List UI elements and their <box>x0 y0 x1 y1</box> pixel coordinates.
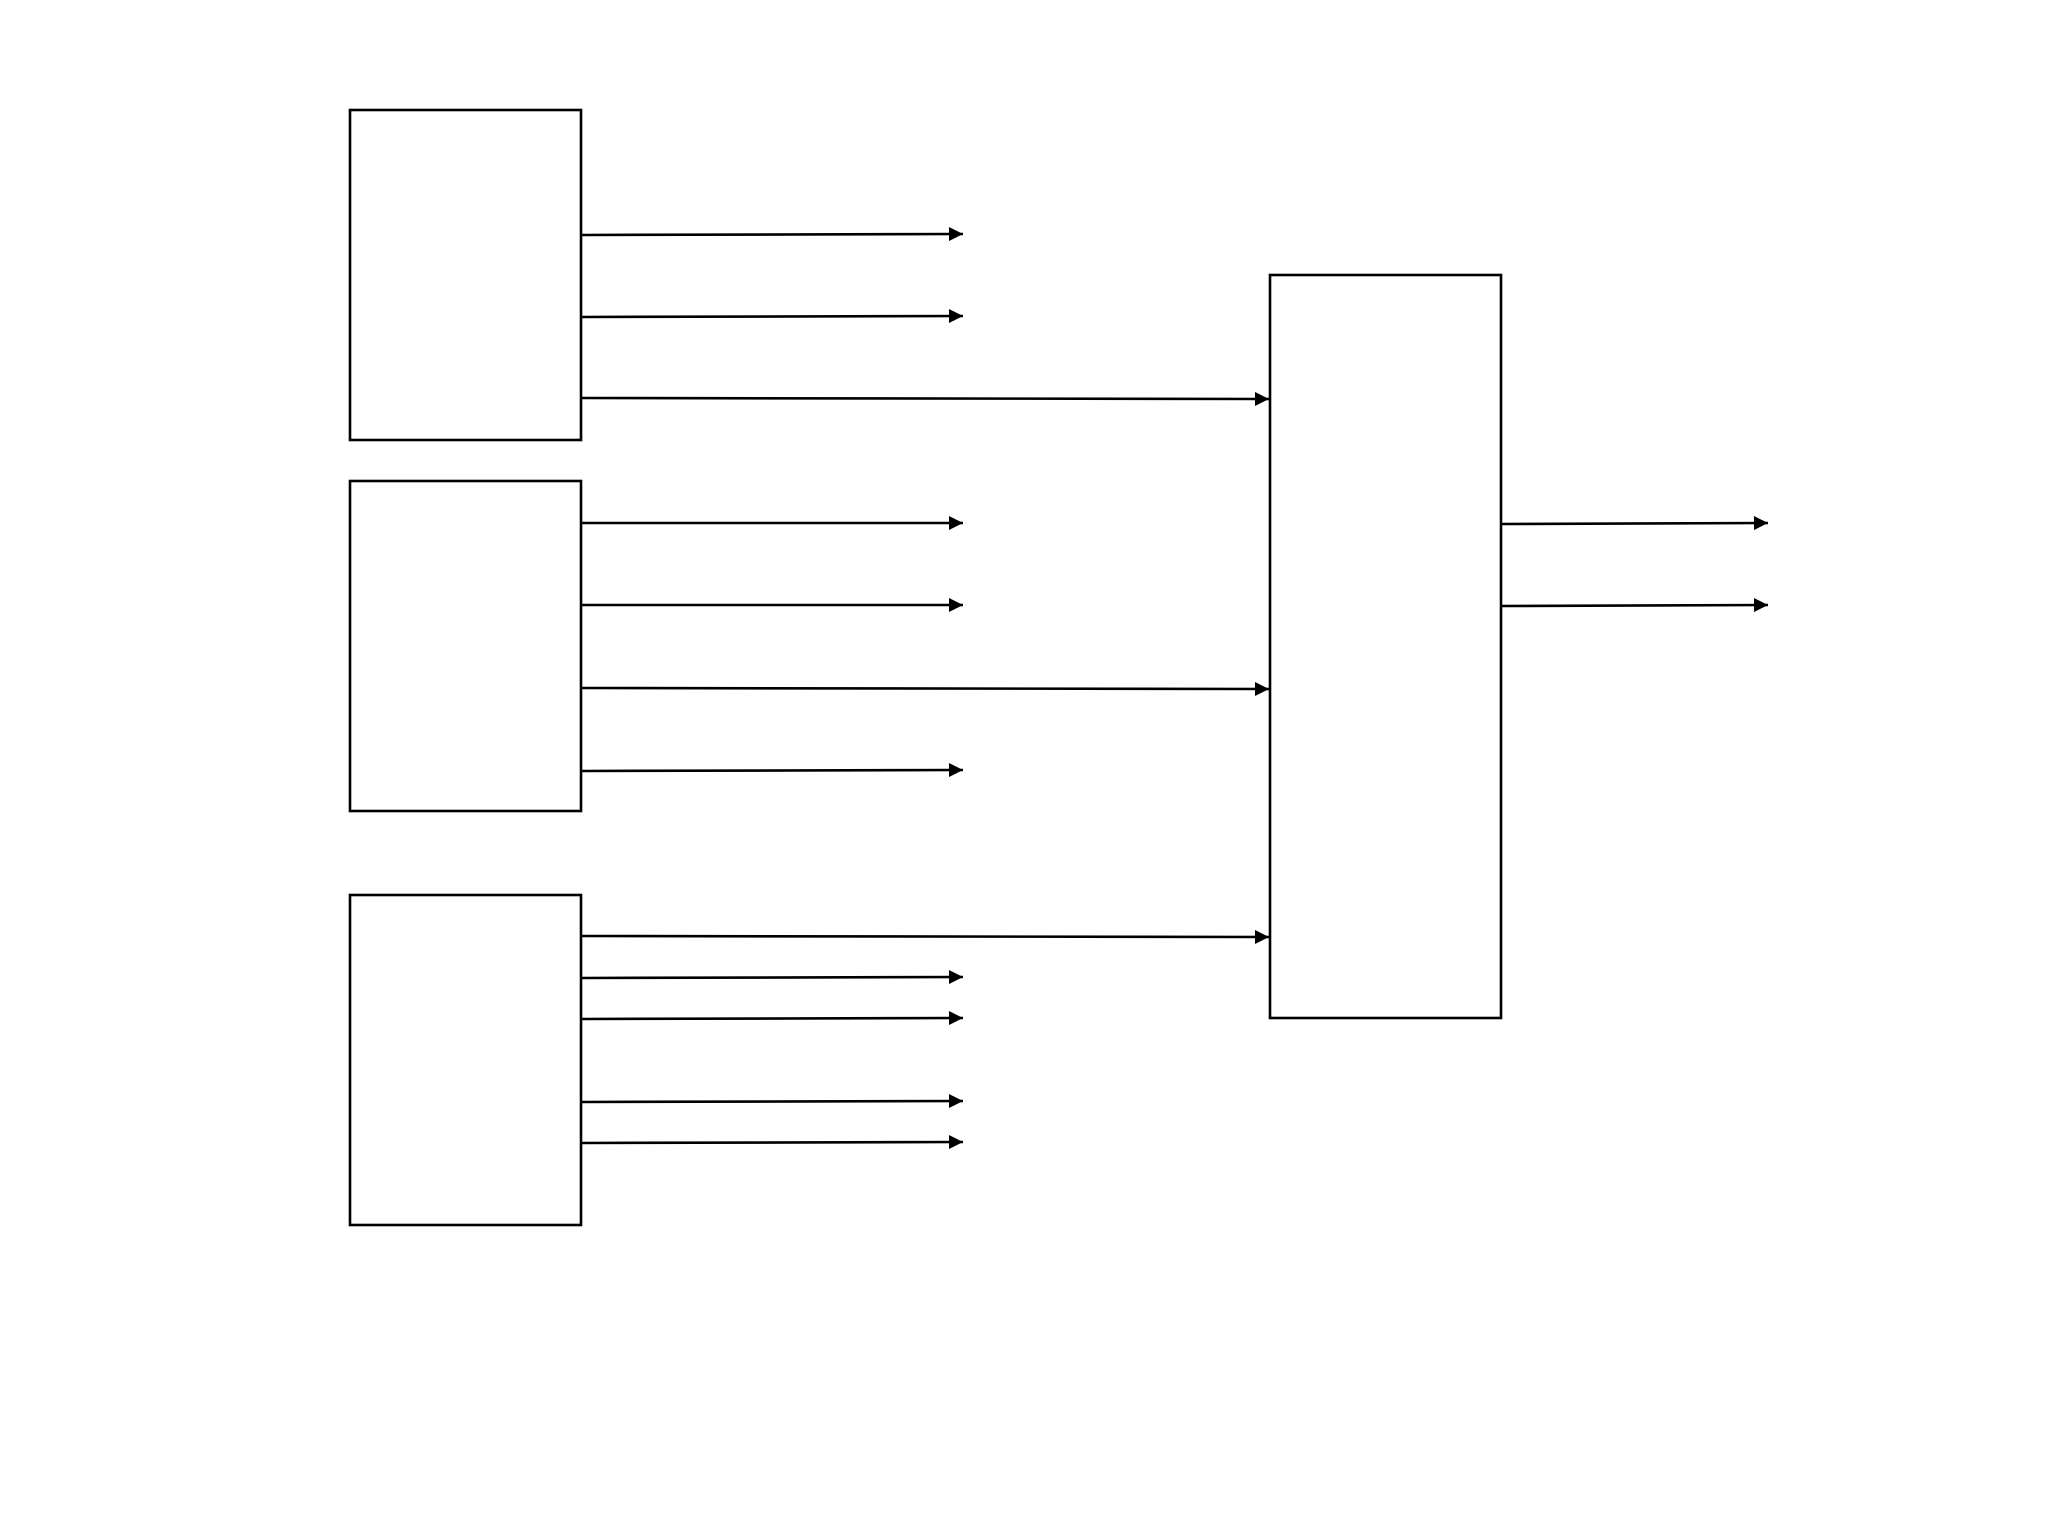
central-output-2-arrow <box>1500 598 1769 613</box>
source-2-to-central-arrow <box>580 681 1270 696</box>
source-3-output-1-arrow <box>580 970 964 985</box>
source-block-3 <box>348 893 583 1227</box>
source-3-to-central-arrow <box>580 929 1270 944</box>
source-block-2 <box>348 479 583 813</box>
central-block <box>1268 273 1503 1020</box>
source-3-output-2-arrow <box>580 1011 964 1026</box>
source-block-1 <box>348 108 583 442</box>
source-1-to-central-arrow <box>580 391 1270 406</box>
central-output-1-arrow <box>1500 516 1769 531</box>
source-1-output-2-arrow <box>580 309 964 324</box>
source-3-output-3-arrow <box>580 1094 964 1109</box>
source-1-output-1-arrow <box>580 227 964 242</box>
source-3-output-4-arrow <box>580 1135 964 1150</box>
source-2-output-3-arrow <box>580 763 964 778</box>
